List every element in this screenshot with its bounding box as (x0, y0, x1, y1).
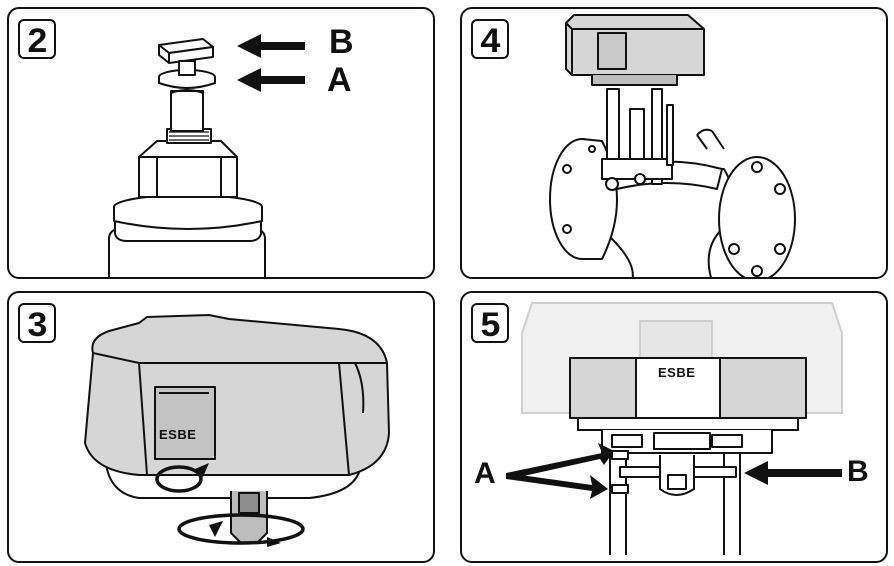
step-3-panel: 3 ESBE (7, 291, 435, 563)
brand-logo: ESBE (658, 365, 696, 380)
arrow-a (237, 68, 305, 92)
actuator-on-valve-illustration (549, 14, 796, 277)
step-number-badge: 3 (18, 303, 56, 344)
step-number-badge: 5 (471, 303, 509, 344)
step-number-badge: 2 (18, 19, 56, 60)
step-2-panel: 2 (7, 7, 435, 279)
actuator-rotate-illustration (84, 314, 390, 547)
step-number-badge: 4 (471, 19, 509, 60)
spindle-nut-illustration (108, 34, 305, 277)
actuator-mount-detail-illustration (506, 302, 843, 555)
label-a: A (474, 457, 496, 490)
step-4-panel: 4 (460, 7, 888, 279)
arrow-b (237, 34, 305, 58)
brand-logo: ESBE (159, 427, 197, 442)
label-b: B (847, 455, 869, 488)
label-b: B (329, 23, 354, 61)
step-5-panel: 5 (460, 291, 888, 563)
label-a: A (327, 61, 352, 99)
